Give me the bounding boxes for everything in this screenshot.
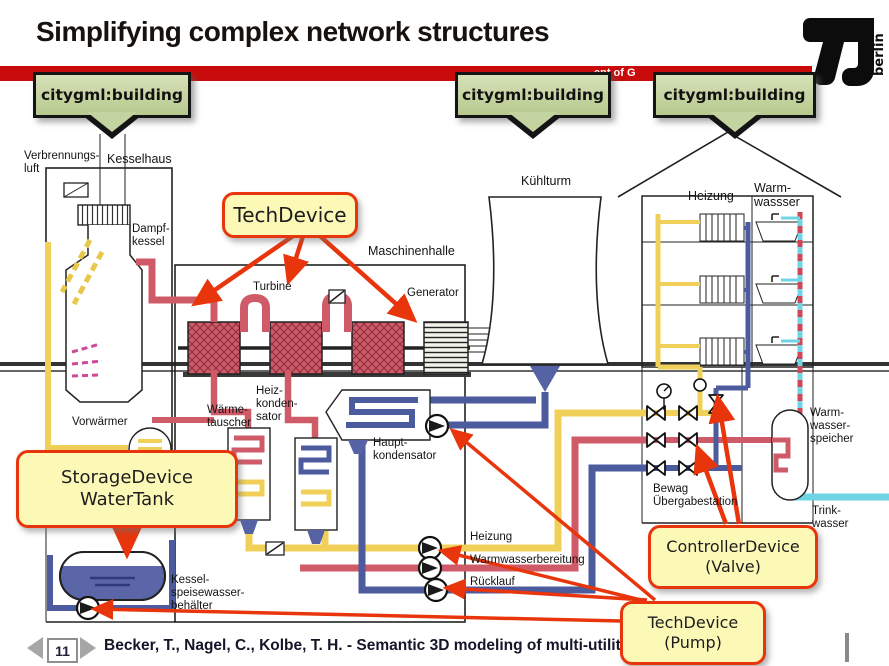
callout-techdevice-pump-label: TechDevice (Pump) xyxy=(647,613,739,652)
callout-techdevice-pump: TechDevice (Pump) xyxy=(620,601,766,665)
label-kesselhaus: Kesselhaus xyxy=(107,152,172,166)
label-bewag: Bewag Übergabestation xyxy=(653,483,738,508)
label-maschinenhalle: Maschinenhalle xyxy=(368,244,455,258)
machine-hall xyxy=(174,264,501,623)
callout-controllerdevice-valve: ControllerDevice (Valve) xyxy=(648,525,818,589)
callout-citygml-building-1: citygml:building xyxy=(33,72,191,139)
callout-storagedevice-watertank-label: StorageDevice WaterTank xyxy=(61,466,193,511)
label-turbine: Turbine xyxy=(253,281,292,293)
turbine-stages xyxy=(187,321,405,375)
callout-citygml-building-3: citygml:building xyxy=(653,72,816,139)
label-heizkondensator: Heiz- konden- sator xyxy=(256,385,298,423)
label-hauptkondensator: Haupt- kondensator xyxy=(373,437,437,462)
right-divider-bar xyxy=(845,633,849,662)
label-kesselspeisewasser: Kessel- speisewasser- behälter xyxy=(171,574,245,612)
tu-logo-t-shape xyxy=(803,18,865,86)
callout-storagedevice-watertank: StorageDevice WaterTank xyxy=(16,450,238,528)
slide-title: Simplifying complex network structures xyxy=(36,16,550,47)
heat-exchangers xyxy=(128,289,431,556)
label-generator: Generator xyxy=(407,287,459,299)
label-trinkwasser: Trink- wasser xyxy=(812,505,849,530)
boiler-house xyxy=(45,134,175,623)
label-vorwaermer: Vorwärmer xyxy=(72,416,128,428)
label-warmwasserspeicher: Warm- wasser- speicher xyxy=(810,407,854,445)
tu-berlin-logo: berlin xyxy=(803,18,886,86)
label-kuehlturm: Kühlturm xyxy=(521,174,572,188)
pipes xyxy=(45,212,889,611)
annotation-arrows xyxy=(90,234,742,623)
generator-block xyxy=(423,289,501,375)
steam-valve-boxes xyxy=(265,289,346,556)
callout-citygml-building-2: citygml:building xyxy=(455,72,611,139)
label-heizung-house: Heizung xyxy=(688,189,734,203)
feedwater-tank xyxy=(59,551,166,601)
label-warmwasserbereitung: Warmwasserbereitung xyxy=(470,554,585,566)
callout-controllerdevice-valve-label: ControllerDevice (Valve) xyxy=(666,537,800,576)
page-number: 11 xyxy=(47,638,78,663)
callout-citygml-building-1-label: citygml:building xyxy=(40,86,184,104)
callout-citygml-building-3-label: citygml:building xyxy=(663,86,806,104)
citation-text: Becker, T., Nagel, C., Kolbe, T. H. - Se… xyxy=(104,637,630,654)
tu-logo-u-shape xyxy=(842,18,874,86)
prev-page-button[interactable] xyxy=(27,637,43,659)
next-page-button[interactable] xyxy=(80,637,96,659)
label-dampfkessel: Dampf- kessel xyxy=(132,223,170,248)
radiators xyxy=(699,213,745,366)
bewag-valves xyxy=(646,378,724,476)
label-ruecklauf: Rücklauf xyxy=(470,576,515,588)
bathtubs xyxy=(755,213,803,365)
callout-citygml-building-2-label: citygml:building xyxy=(461,86,605,104)
heizkondensator-unit xyxy=(294,437,338,544)
tu-logo-berlin-text: berlin xyxy=(872,33,886,76)
label-verbrennungsluft: Verbrennungs- luft xyxy=(24,150,100,175)
label-heizung-run: Heizung xyxy=(470,531,513,543)
hauptkondensator-unit xyxy=(325,389,431,454)
warmwasserspeicher-vessel xyxy=(771,409,809,501)
cooling-tower xyxy=(480,196,610,392)
label-warmwasser-house: Warm- wassser xyxy=(754,181,800,209)
label-waermetauscher: Wärme- tauscher xyxy=(207,404,252,429)
callout-techdevice: TechDevice xyxy=(222,192,358,238)
callout-techdevice-label: TechDevice xyxy=(233,202,347,227)
